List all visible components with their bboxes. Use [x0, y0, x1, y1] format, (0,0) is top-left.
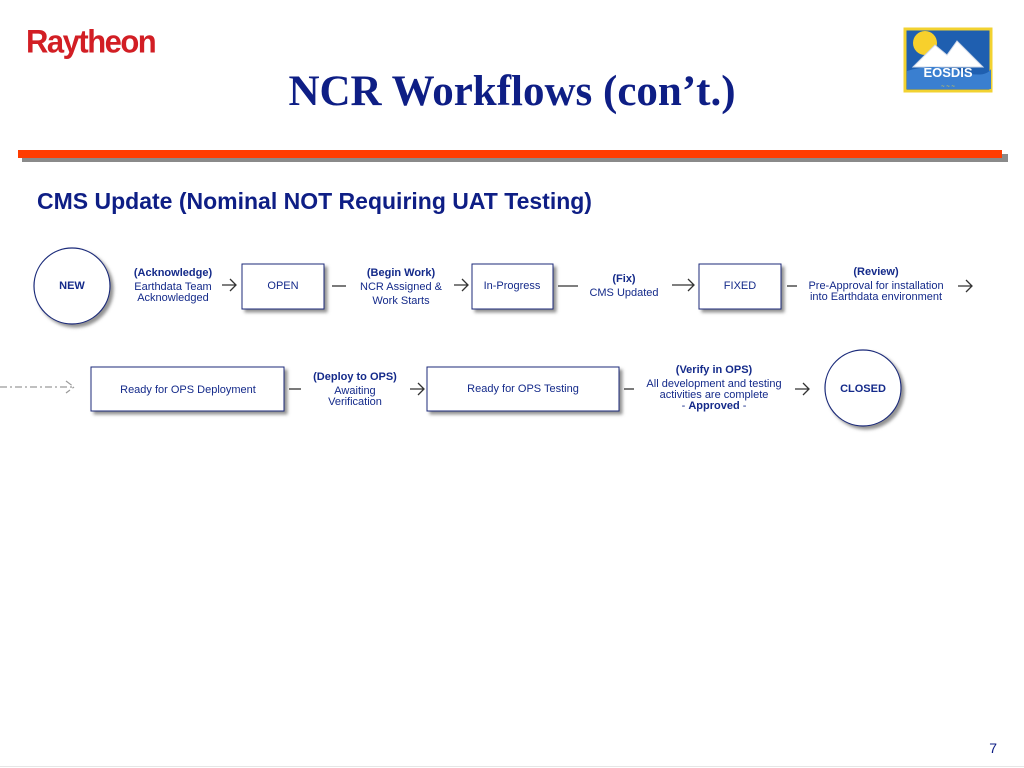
slide-title: NCR Workflows (con’t.) — [288, 68, 736, 115]
state-open: OPEN — [241, 263, 325, 310]
transition-acknowledge: (Acknowledge) Earthdata Team Acknowledge… — [134, 267, 237, 304]
arrow-icon — [795, 382, 810, 396]
arrow-icon — [222, 278, 237, 292]
continuation-dashed-arrow — [0, 380, 75, 394]
ack-title: (Acknowledge) — [134, 267, 213, 279]
arrow-icon — [958, 279, 973, 293]
title-rule-shadow — [22, 154, 1008, 162]
ack-line-2: Acknowledged — [137, 292, 209, 304]
review-line-2: into Earthdata environment — [810, 291, 942, 303]
state-new: NEW — [33, 247, 111, 325]
begin-title: (Begin Work) — [367, 267, 436, 279]
arrow-icon — [410, 382, 425, 396]
begin-line-1: NCR Assigned & — [360, 281, 443, 293]
state-closed: CLOSED — [824, 349, 902, 427]
state-in-progress: In-Progress — [471, 263, 554, 310]
raytheon-logo: Raytheon — [26, 23, 157, 60]
deploy-title: (Deploy to OPS) — [313, 371, 397, 383]
logo-label: EOSDIS — [923, 65, 972, 80]
state-ready-for-ops-deployment: Ready for OPS Deployment — [90, 366, 285, 412]
verify-line-3: - Approved - — [682, 400, 747, 412]
fix-title: (Fix) — [612, 273, 636, 285]
state-closed-label: CLOSED — [840, 383, 886, 395]
begin-line-2: Work Starts — [372, 295, 430, 307]
footer-line — [0, 766, 1024, 767]
verify-title: (Verify in OPS) — [676, 364, 753, 376]
transition-verify-in-ops: (Verify in OPS) All development and test… — [624, 364, 810, 412]
state-ready-deploy-label: Ready for OPS Deployment — [120, 384, 256, 396]
page-number: 7 — [989, 740, 997, 756]
title-rule — [18, 150, 1002, 158]
state-open-label: OPEN — [267, 280, 298, 292]
review-title: (Review) — [853, 266, 899, 278]
state-new-label: NEW — [59, 280, 85, 292]
deploy-line-2: Verification — [328, 396, 382, 408]
transition-review: (Review) Pre-Approval for installation i… — [787, 266, 973, 303]
transition-begin-work: (Begin Work) NCR Assigned & Work Starts — [332, 267, 469, 307]
state-ready-testing-label: Ready for OPS Testing — [467, 383, 579, 395]
verify-line-2: activities are complete — [660, 389, 769, 401]
ack-line-1: Earthdata Team — [134, 281, 211, 293]
state-in-progress-label: In-Progress — [484, 280, 541, 292]
arrow-icon — [454, 278, 469, 292]
state-fixed-label: FIXED — [724, 280, 756, 292]
eosdis-logo: EOSDIS ~ ~ ~ — [903, 27, 993, 93]
svg-text:~ ~ ~: ~ ~ ~ — [941, 84, 955, 90]
deploy-line-1: Awaiting — [334, 385, 375, 397]
state-fixed: FIXED — [698, 263, 782, 310]
transition-fix: (Fix) CMS Updated — [558, 273, 695, 299]
review-line-1: Pre-Approval for installation — [808, 280, 943, 292]
transition-deploy-to-ops: (Deploy to OPS) Awaiting Verification — [289, 371, 425, 408]
verify-line-1: All development and testing — [646, 378, 781, 390]
arrow-icon — [672, 278, 695, 292]
section-subtitle: CMS Update (Nominal NOT Requiring UAT Te… — [37, 188, 592, 214]
state-ready-for-ops-testing: Ready for OPS Testing — [426, 366, 620, 412]
fix-line-1: CMS Updated — [589, 287, 658, 299]
